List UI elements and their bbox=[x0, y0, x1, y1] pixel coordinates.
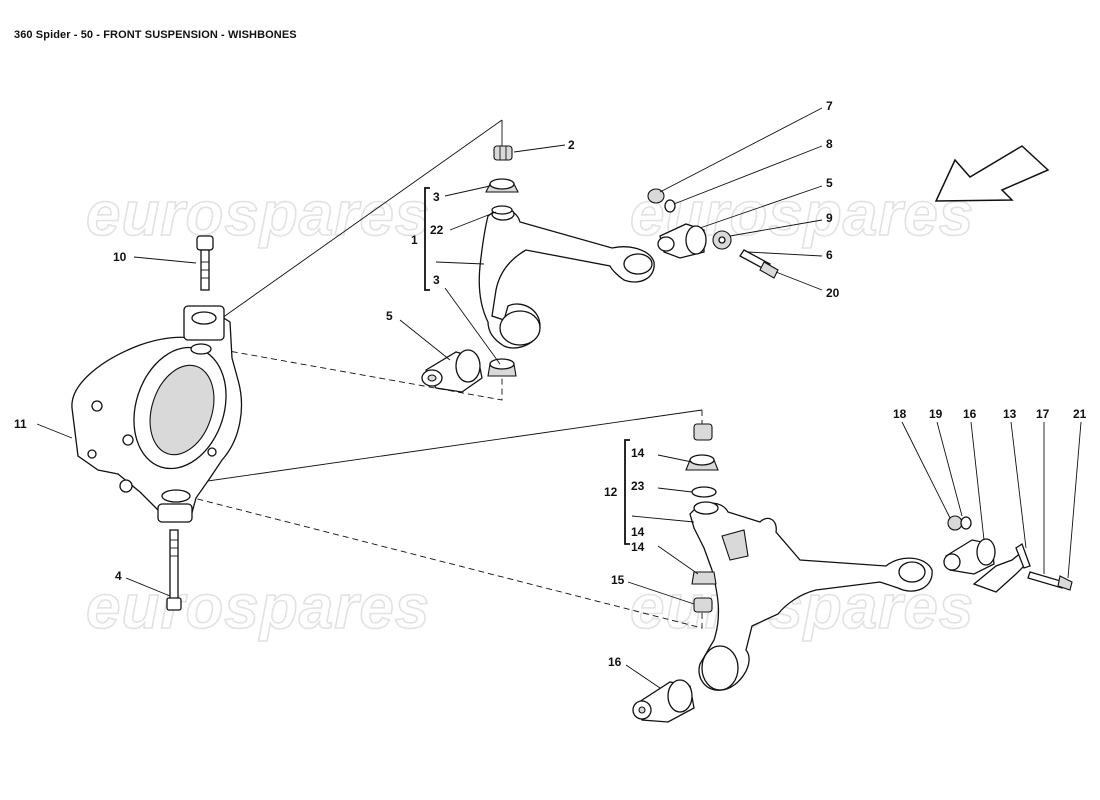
bolt-10 bbox=[196, 235, 214, 291]
callout-3-bottom: 3 bbox=[433, 273, 440, 287]
callout-20: 20 bbox=[826, 286, 840, 300]
callout-18: 18 bbox=[893, 407, 907, 421]
callout-7: 7 bbox=[826, 99, 833, 113]
nut-18 bbox=[947, 515, 963, 531]
bushing-5-left bbox=[421, 349, 483, 393]
callout-21: 21 bbox=[1073, 407, 1087, 421]
guide-line bbox=[204, 119, 503, 331]
callout-23: 23 bbox=[631, 479, 645, 493]
upper-washer-3 bbox=[485, 178, 519, 193]
bolt-6-20 bbox=[739, 249, 779, 279]
callout-1: 1 bbox=[411, 233, 418, 247]
callout-5-left: 5 bbox=[386, 309, 393, 323]
front-direction-arrow-icon bbox=[934, 145, 1050, 202]
lower-washer-14-top bbox=[685, 454, 719, 471]
washer-9 bbox=[712, 230, 732, 250]
washer-19 bbox=[960, 516, 972, 530]
callout-13: 13 bbox=[1003, 407, 1017, 421]
callout-9: 9 bbox=[826, 211, 833, 225]
assembly-1-bracket bbox=[424, 187, 430, 291]
bushing-16-right bbox=[943, 538, 996, 575]
lower-washer-14-bottom bbox=[691, 571, 717, 585]
washer-8 bbox=[664, 199, 676, 213]
steering-knuckle bbox=[71, 305, 243, 523]
page-title: 360 Spider - 50 - FRONT SUSPENSION - WIS… bbox=[14, 29, 297, 41]
callout-16-bottom: 16 bbox=[608, 655, 622, 669]
watermark-bottom-left: eurospares bbox=[86, 573, 430, 642]
watermark-top-left: eurospares bbox=[86, 180, 430, 249]
callout-5-right: 5 bbox=[826, 176, 833, 190]
nut-15 bbox=[693, 597, 713, 613]
callout-14-bottom: 14 bbox=[631, 540, 645, 554]
callout-2: 2 bbox=[568, 138, 575, 152]
callout-8: 8 bbox=[826, 137, 833, 151]
callout-6: 6 bbox=[826, 248, 833, 262]
bracket-13 bbox=[972, 543, 1031, 593]
lower-nut-top bbox=[693, 423, 713, 441]
assembly-12-bracket bbox=[624, 439, 630, 545]
callout-22: 22 bbox=[430, 223, 444, 237]
dashed-guide bbox=[211, 347, 503, 401]
dashed-guide bbox=[177, 493, 703, 629]
callout-19: 19 bbox=[929, 407, 943, 421]
callout-14-mid: 14 bbox=[631, 525, 645, 539]
callout-12: 12 bbox=[604, 485, 618, 499]
callout-labels: 10 11 4 2 3 1 22 3 5 7 8 5 9 6 20 14 12 … bbox=[14, 99, 1087, 669]
lower-washer-3 bbox=[487, 358, 517, 377]
callout-10: 10 bbox=[113, 250, 127, 264]
spacer-22 bbox=[491, 205, 513, 215]
callout-16-right: 16 bbox=[963, 407, 977, 421]
spacer-23 bbox=[691, 486, 717, 498]
bolt-4 bbox=[166, 529, 182, 611]
leader-lines bbox=[36, 107, 1082, 689]
callout-4: 4 bbox=[115, 569, 122, 583]
nut-7 bbox=[647, 188, 665, 204]
callout-17: 17 bbox=[1036, 407, 1050, 421]
callout-14-top: 14 bbox=[631, 446, 645, 460]
bolt-17-21 bbox=[1027, 571, 1073, 591]
lower-wishbone bbox=[689, 501, 933, 691]
bushing-5-right bbox=[657, 223, 707, 259]
callout-3-top: 3 bbox=[433, 190, 440, 204]
bushing-16-bottom bbox=[632, 679, 695, 723]
upper-nut-2 bbox=[493, 145, 513, 161]
callout-11: 11 bbox=[14, 417, 27, 431]
guide-line bbox=[179, 409, 703, 486]
callout-15: 15 bbox=[611, 573, 625, 587]
upper-wishbone bbox=[478, 207, 655, 349]
